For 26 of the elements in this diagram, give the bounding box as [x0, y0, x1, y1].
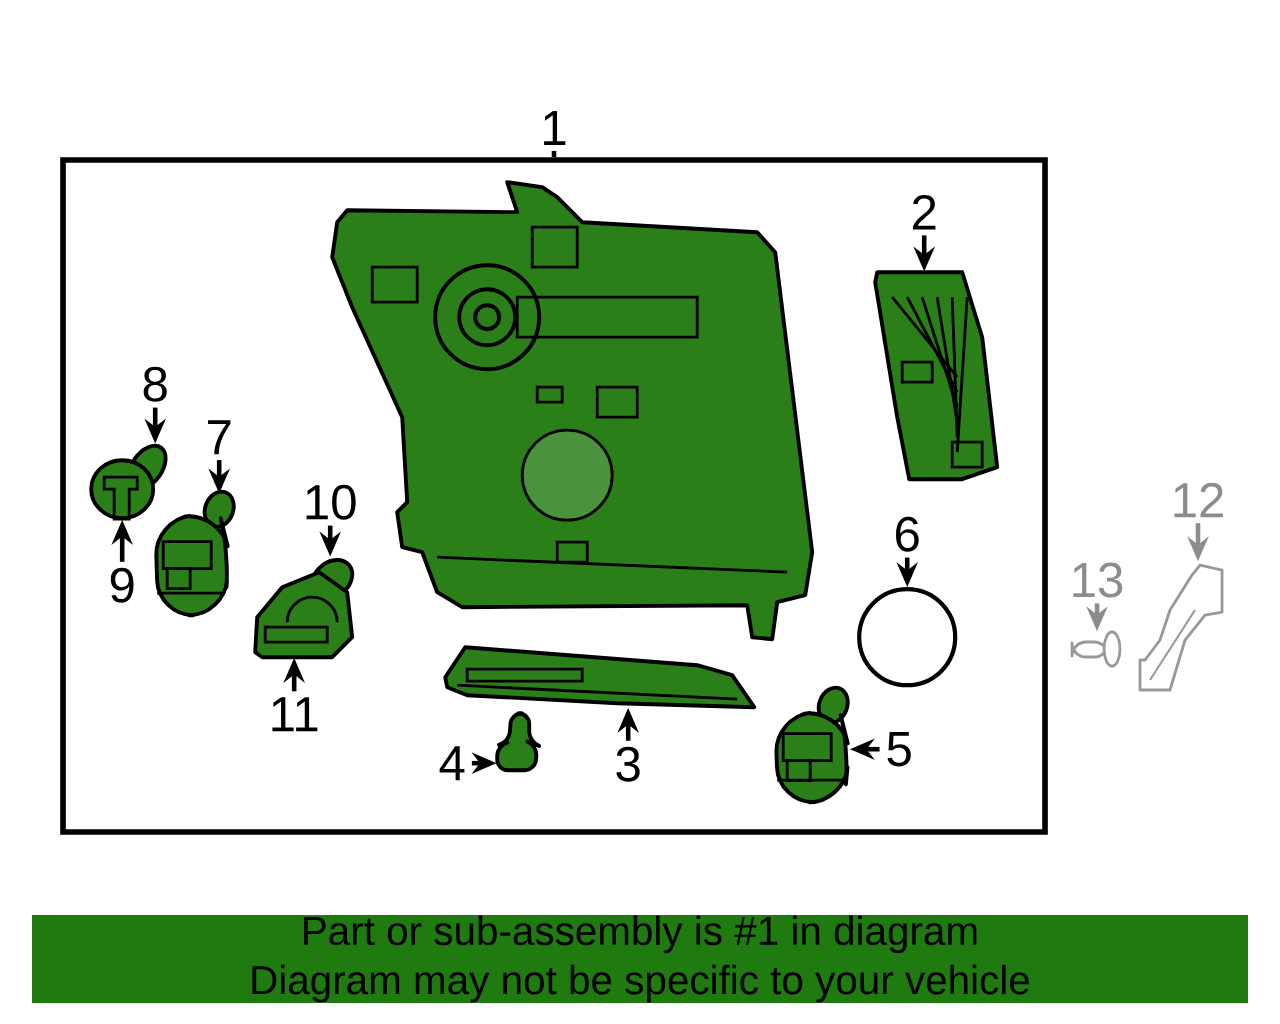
trim-panel-drawing	[443, 645, 757, 710]
banner: Part or sub-assembly is #1 in diagram Diagram may not be specific to your vehicle	[32, 915, 1249, 1004]
callout-number: 11	[272, 697, 318, 732]
callout-number: 2	[913, 195, 936, 230]
bulb-socket-drawing	[154, 489, 236, 618]
callout-number: 3	[616, 746, 640, 782]
callout-number: 4	[439, 746, 465, 781]
callout-number: 8	[143, 366, 167, 402]
callout-number: 9	[110, 567, 134, 603]
callout-number: 7	[208, 420, 231, 455]
bulb-drawing	[89, 443, 168, 521]
bracket-drawing	[873, 270, 1000, 482]
bracket-drawing	[1138, 563, 1224, 692]
bulb-socket-drawing	[253, 558, 355, 660]
callout-number: 12	[1174, 482, 1223, 518]
ring-drawing	[857, 587, 958, 688]
clip-drawing	[495, 711, 541, 773]
callout-number: 10	[306, 484, 356, 520]
callout-number: 13	[1073, 562, 1123, 598]
frame-box	[60, 157, 1048, 835]
callout-number: 1	[544, 111, 566, 145]
callout-number: 5	[887, 732, 911, 767]
pin-drawing	[1070, 630, 1122, 668]
leader-line	[551, 150, 557, 158]
bulb-socket-drawing	[774, 685, 850, 805]
callout-number: 6	[896, 516, 919, 552]
